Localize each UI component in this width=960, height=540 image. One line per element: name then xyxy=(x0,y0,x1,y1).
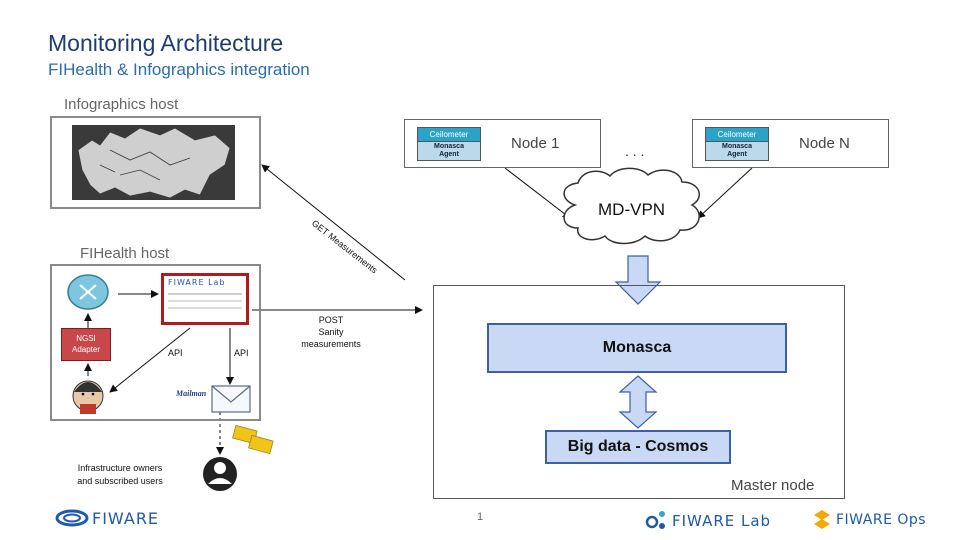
fiware-lab-logo-icon xyxy=(645,511,665,529)
fiware-footer-logo: FIWARE xyxy=(92,509,160,528)
vpn-to-master-block-arrow xyxy=(614,255,662,305)
nodeN-to-vpn-arrow xyxy=(697,167,753,219)
router-icon xyxy=(67,274,109,310)
md-vpn-label: MD-VPN xyxy=(598,200,666,219)
md-vpn-cloud xyxy=(563,167,701,245)
monasca-box: Monasca xyxy=(487,323,787,373)
europe-map-borders xyxy=(99,149,191,181)
node-1-monasca-agent: Monasca Agent xyxy=(417,142,481,161)
fihealth-host-label: FIHealth host xyxy=(80,245,170,262)
api-left-label: API xyxy=(168,348,183,358)
post-label: POST Sanity measurements xyxy=(301,315,361,349)
europe-map-land xyxy=(77,127,231,199)
fiware-ops-logo-icon xyxy=(814,510,830,529)
infographics-host-box xyxy=(50,116,261,209)
mailman-logo: Mailman xyxy=(176,389,207,398)
get-measurements-arrow xyxy=(261,164,406,281)
node-n-box: Ceilometer Monasca Agent Node N xyxy=(692,119,889,168)
api-right-label: API xyxy=(234,348,249,358)
fiware-logo-icon xyxy=(55,509,89,527)
fiware-lab-portal: FIWARE Lab xyxy=(161,273,249,325)
slide-title: Monitoring Architecture xyxy=(48,30,284,56)
master-node-label: Master node xyxy=(731,477,815,494)
nodes-ellipsis: . . . xyxy=(625,143,645,159)
master-node-box xyxy=(433,285,845,499)
page-number: 1 xyxy=(477,511,484,523)
fiware-ops-footer-logo: FIWARE Ops xyxy=(836,512,927,528)
ngsi-adapter-box: NGSI Adapter xyxy=(61,328,111,361)
mail-envelopes-icon xyxy=(232,424,274,455)
user-avatar-icon xyxy=(203,457,237,491)
monasca-cosmos-double-arrow xyxy=(618,375,658,429)
cosmos-box: Big data - Cosmos xyxy=(545,430,731,464)
node-n-monasca-agent: Monasca Agent xyxy=(705,142,769,161)
fihealth-host-box xyxy=(50,264,261,421)
fiware-lab-footer-logo: FIWARE Lab xyxy=(672,512,772,530)
infographics-host-label: Infographics host xyxy=(64,96,179,113)
node1-to-vpn-arrow xyxy=(504,167,571,219)
node-1-ceilometer: Ceilometer xyxy=(417,127,481,142)
fiware-lab-portal-logo: FIWARE Lab xyxy=(168,278,226,287)
jenkins-icon xyxy=(72,380,104,414)
slide-subtitle: FIHealth & Infographics integration xyxy=(48,60,310,79)
api-left-arrow xyxy=(109,327,191,393)
node-n-label: Node N xyxy=(799,135,850,152)
node-1-label: Node 1 xyxy=(511,135,560,152)
envelope-icon xyxy=(211,385,251,413)
users-label: Infrastructure owners and subscribed use… xyxy=(77,463,163,486)
node-1-box: Ceilometer Monasca Agent Node 1 xyxy=(404,119,601,168)
node-n-ceilometer: Ceilometer xyxy=(705,127,769,142)
